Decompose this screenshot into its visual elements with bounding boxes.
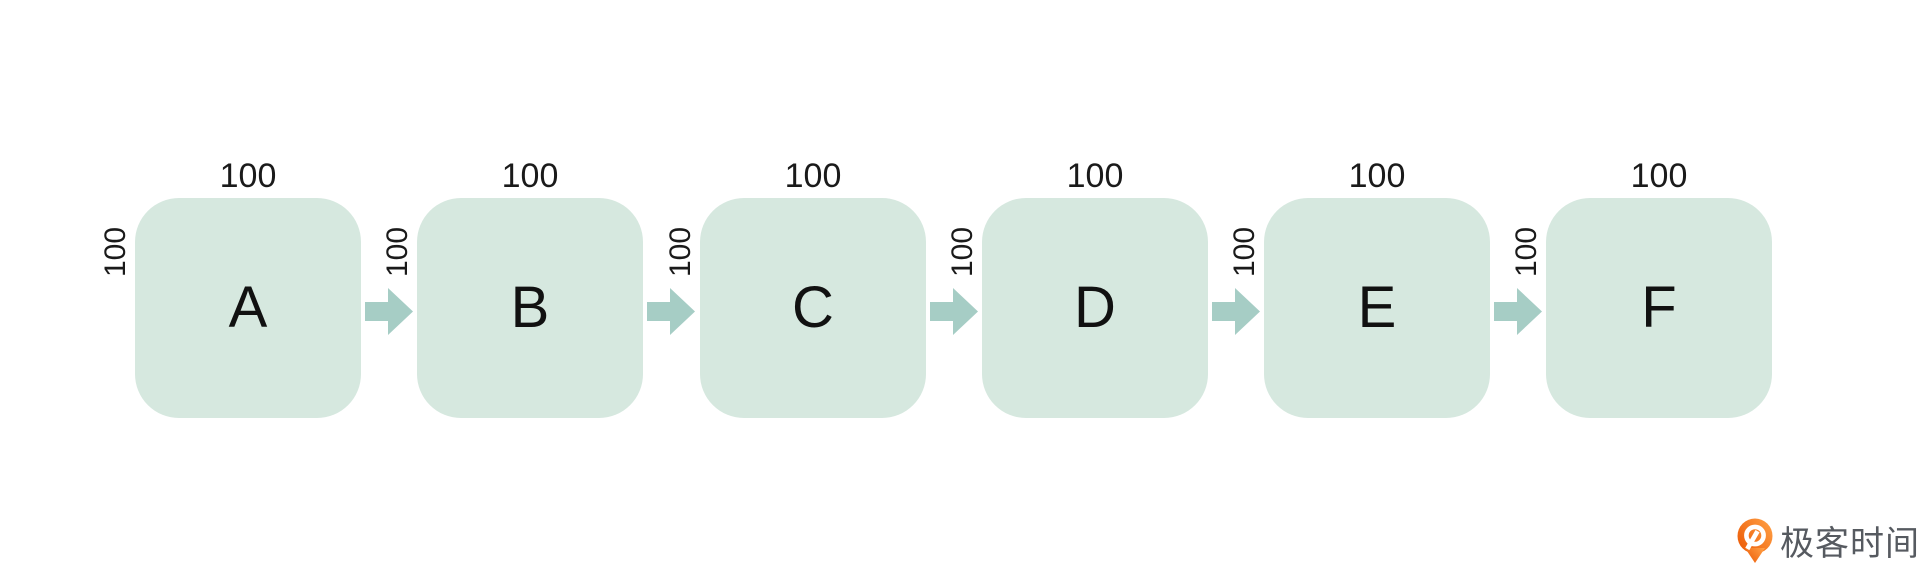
geektime-logo: 极客时间 [1737,516,1920,565]
node-side-label: 100 [946,226,979,278]
node-top-label: 100 [501,157,559,195]
node-A: 100 100 A [99,157,361,418]
node-letter: F [1641,275,1677,340]
node-letter: B [510,275,550,340]
logo-text: 极客时间 [1780,525,1920,563]
node-side-label: 100 [381,226,414,278]
node-side-label: 100 [1228,226,1261,278]
geektime-pin-icon [1737,518,1773,563]
node-box: A [135,198,361,418]
node-side-label: 100 [1510,226,1543,278]
node-top-label: 100 [1066,157,1124,195]
node-top-label: 100 [1630,157,1688,195]
node-F: 100 100 F [1510,157,1772,418]
node-box: D [982,198,1208,418]
node-C: 100 100 C [664,157,926,418]
flow-arrow-C-D [930,288,978,335]
node-letter: C [792,275,834,340]
node-top-label: 100 [784,157,842,195]
node-letter: A [228,275,268,340]
node-top-label: 100 [219,157,277,195]
node-letter: D [1074,275,1116,340]
node-top-label: 100 [1348,157,1406,195]
node-box: E [1264,198,1490,418]
node-box: B [417,198,643,418]
node-B: 100 100 B [381,157,643,418]
node-side-label: 100 [664,226,697,278]
node-D: 100 100 D [946,157,1208,418]
node-E: 100 100 E [1228,157,1490,418]
flow-arrow-D-E [1212,288,1260,335]
node-side-label: 100 [99,226,132,278]
flow-arrow-E-F [1494,288,1542,335]
node-box: F [1546,198,1772,418]
flow-arrow-A-B [365,288,413,335]
flow-arrow-B-C [647,288,695,335]
node-letter: E [1357,275,1397,340]
node-box: C [700,198,926,418]
